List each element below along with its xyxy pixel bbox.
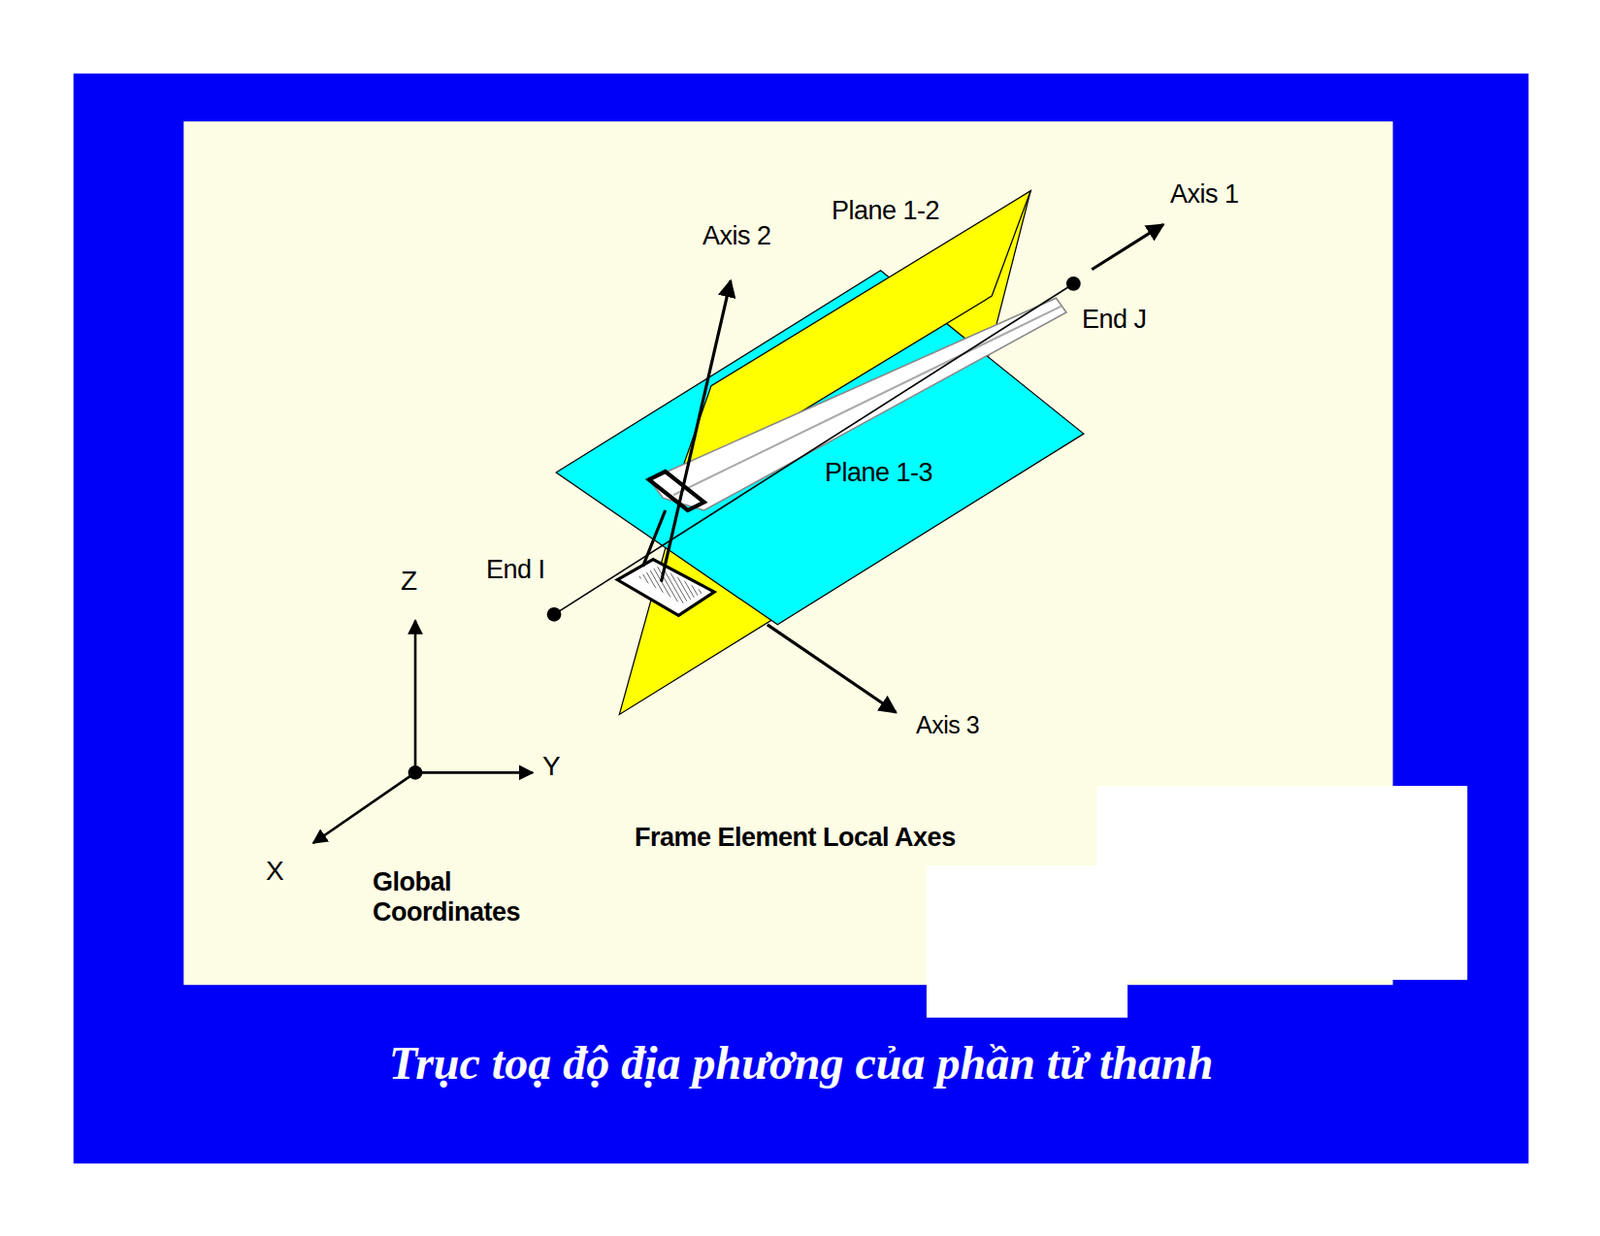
global-x-axis [313,772,416,844]
axis-3-arrow [767,624,897,713]
end-label: End I [486,555,546,586]
axis-1-arrow [1091,224,1164,269]
plane-label: Plane 1-2 [831,195,940,227]
axis-label: Axis 2 [702,221,772,252]
beam-section-hatch [637,566,704,605]
end-i-dot [547,607,562,622]
end-label: End J [1081,304,1147,335]
global-axis-label: X [265,855,284,887]
white-patch [926,865,1128,1018]
beam-end-section [649,471,705,511]
global-y-axis [415,771,533,775]
global-coordinates-label: Global Coordinates [372,867,577,928]
diagram-title-label: Frame Element Local Axes [634,822,956,853]
axis-2-arrow [660,280,731,582]
white-patch [1097,785,1469,980]
axis-label: Axis 1 [1170,179,1240,210]
beam-body [649,297,1067,511]
blue-ground [73,73,1530,1165]
global-origin [408,765,424,781]
global-z-axis [414,620,418,774]
plane-label: Plane 1-3 [824,457,933,489]
end-j-dot [1066,276,1081,292]
axis-label: Axis 3 [915,711,980,740]
global-axis-label: Z [400,565,418,597]
slide-caption: Trục toạ độ địa phương của phần tử thanh [73,1036,1529,1090]
element-axis [554,283,1074,615]
global-axis-label: Y [542,751,560,783]
